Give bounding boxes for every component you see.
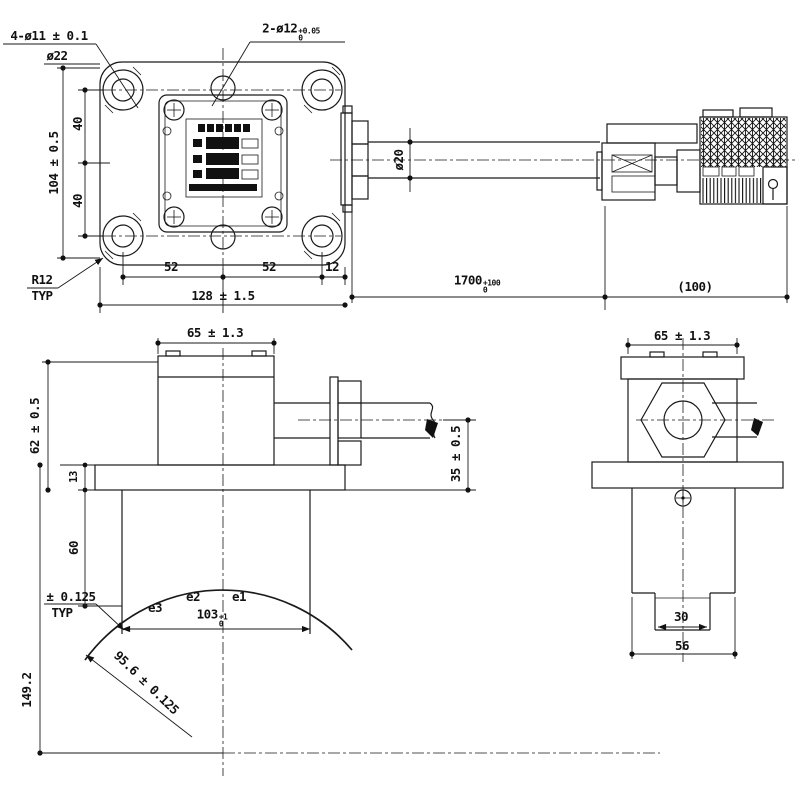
- dim-probe-width-label: 56: [674, 637, 690, 653]
- probe-screw: [674, 489, 692, 507]
- zone-e1-label: e1: [231, 588, 247, 604]
- center-hole-top: [210, 75, 236, 101]
- dim-arc-tol-note: TYP: [51, 604, 73, 620]
- dim-body-height-label: 62 ± 0.5: [26, 397, 42, 455]
- dim-probe-length-label: 60: [65, 540, 81, 556]
- dim-cable-height-label: 35 ± 0.5: [447, 425, 463, 483]
- dim-corner-radius-note: TYP: [31, 287, 53, 303]
- zone-e2-label: e2: [185, 588, 201, 604]
- corner-hole-top-right: [301, 66, 343, 114]
- dim-body-width-side-label: 65 ± 1.3: [186, 324, 244, 340]
- end-elevation-view: [591, 338, 784, 662]
- dim-body-width-end-label: 65 ± 1.3: [653, 327, 711, 343]
- dim-corner-radius-label: R12: [31, 271, 53, 287]
- dim-52-left-label: 52: [163, 258, 179, 274]
- dim-12-label: 12: [324, 258, 340, 274]
- dim-52-right-label: 52: [261, 258, 277, 274]
- front-view: [3, 41, 348, 313]
- front-view-dimensions: [3, 41, 348, 313]
- dim-corner-holes-label: 4-ø11 ± 0.1: [10, 27, 88, 43]
- zone-e3-label: e3: [147, 599, 163, 615]
- dim-flange-thickness-label: 13: [67, 471, 80, 483]
- connector: [596, 107, 788, 205]
- dim-counterbore-label: ø22: [46, 47, 68, 63]
- dim-recess-width-label: 30: [673, 608, 689, 624]
- dim-40-bottom-label: 40: [69, 193, 85, 209]
- dim-connector-length-label: (100): [677, 278, 713, 294]
- side-elevation-view: [37, 338, 660, 776]
- dim-arc-tol-label: ± 0.125: [46, 588, 96, 604]
- cover-screws: [162, 99, 284, 228]
- center-hole-bottom: [210, 224, 236, 250]
- dim-flange-height-label: 104 ± 0.5: [45, 131, 61, 195]
- dim-cable-dia-label: ø20: [390, 149, 406, 171]
- nameplate: [185, 118, 263, 198]
- dim-40-top-label: 40: [69, 116, 85, 132]
- cable-assembly-view: [330, 105, 795, 310]
- dim-flange-width-label: 128 ± 1.5: [191, 287, 255, 303]
- dim-overall-height-label: 149.2: [18, 672, 34, 708]
